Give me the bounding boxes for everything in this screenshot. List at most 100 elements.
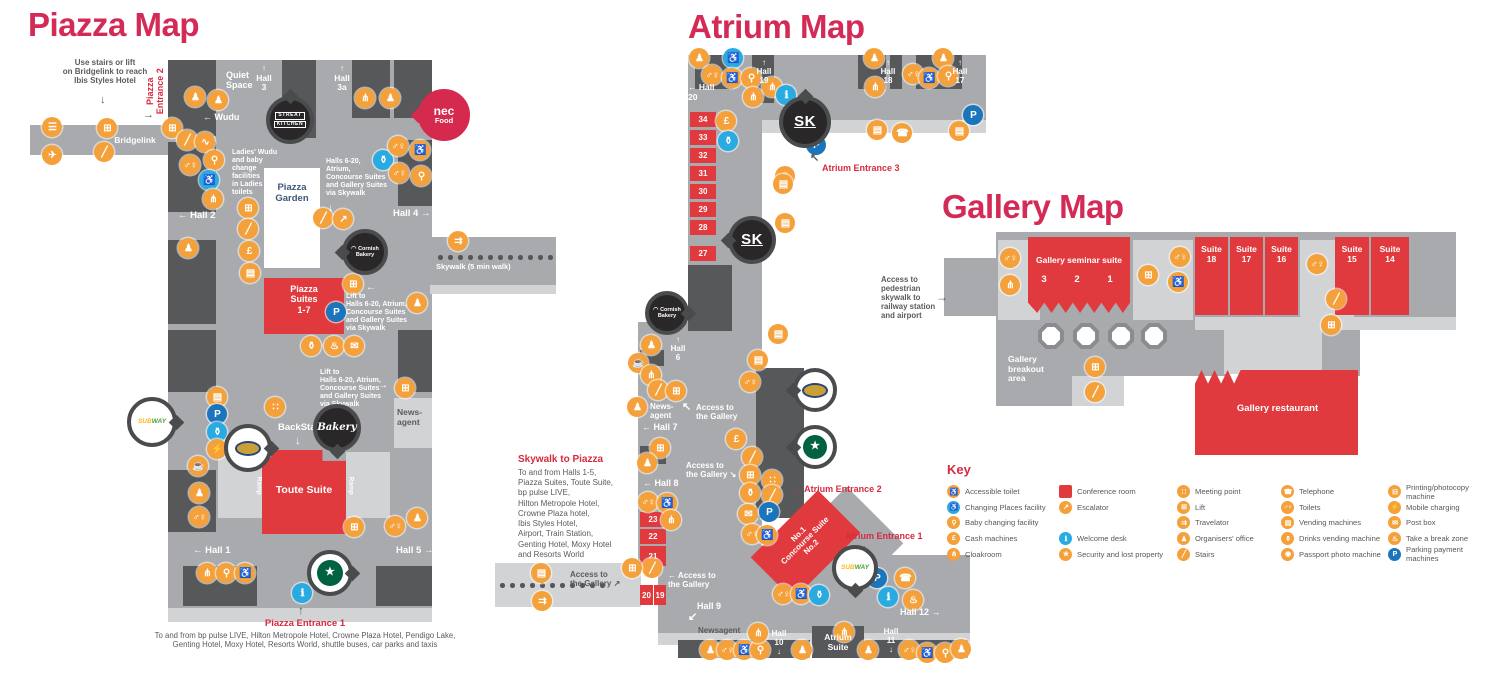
organisers-icon: ♟	[178, 238, 198, 258]
map-area	[394, 398, 432, 448]
hall-4: Hall 4 →	[393, 208, 431, 219]
take-a-break-icon: ♨	[903, 590, 923, 610]
drinks-icon: ⚱	[207, 422, 227, 442]
newsagent: News- agent	[650, 402, 674, 421]
lift-icon: ⊞	[344, 517, 364, 537]
map-area	[1060, 240, 1062, 312]
post-icon: ✉	[738, 504, 758, 524]
hall-5: Hall 5 →	[396, 545, 434, 556]
room-shape	[1195, 370, 1358, 455]
toilets-icon: ♂♀	[899, 640, 919, 660]
map-area	[168, 608, 432, 622]
key-item-label: Parking payment machines	[1406, 545, 1463, 564]
key-item: ✉ Post box	[1388, 515, 1485, 531]
escalator-key-icon: ↗	[1059, 500, 1072, 514]
numbered-room-29: 29	[690, 202, 716, 217]
key-column: ☎Telephone♂♀Toilets▤Vending machines⚱Dri…	[1281, 484, 1388, 562]
key-item-label: Meeting point	[1195, 487, 1241, 497]
map-area	[1195, 237, 1228, 315]
key-item-label: Vending machines	[1299, 518, 1362, 528]
numbered-room-28: 28	[690, 220, 716, 235]
key-item: ⚲Baby changing facility	[947, 515, 1059, 531]
sk-logo: SK	[779, 88, 831, 148]
drinks-icon: ⚱	[809, 585, 829, 605]
stairs-icon: ╱	[238, 219, 258, 239]
accessible-icon: ♿	[919, 68, 939, 88]
suite-18: Suite 18	[1201, 244, 1222, 264]
atrium-suite: Atrium Suite	[824, 632, 852, 652]
wudu-icon: ∿	[195, 132, 215, 152]
numbered-room-27: 27	[690, 246, 716, 261]
quiet-space: Quiet Space	[226, 70, 253, 91]
stairs-icon: ╱	[642, 558, 662, 578]
newsagent: Newsagent	[698, 626, 741, 635]
train-icon: ☰	[42, 117, 62, 137]
accessible-icon: ♿	[757, 525, 777, 545]
lift-icon: ⊞	[622, 558, 642, 578]
toilets-icon: ♂♀	[388, 136, 408, 156]
cash-icon: £	[239, 241, 259, 261]
map-area	[1230, 237, 1263, 315]
cloakroom-icon: ⋔	[203, 189, 223, 209]
stairs-icon: ╱	[177, 130, 197, 150]
key-item-label: Post box	[1406, 518, 1436, 528]
gallery-restaurant: Gallery restaurant	[1236, 403, 1319, 414]
lift-icon: ⊞	[97, 118, 117, 138]
key-item-label: Mobile charging	[1406, 502, 1460, 512]
access-to-gallery: ← Access to the Gallery	[668, 571, 716, 590]
cloakroom-icon: ⋔	[834, 622, 854, 642]
hall-3: ↑ Hall 3	[256, 63, 272, 93]
piazza-map-title: Piazza Map	[28, 6, 200, 43]
post-key-icon: ✉	[1388, 516, 1401, 530]
map-label: ↑	[298, 603, 304, 617]
key-item: ⇉Travelator	[1177, 515, 1281, 531]
gallery-map-title: Gallery Map	[942, 188, 1124, 225]
hall-7: ← Hall 7	[642, 422, 678, 432]
mobile-key-icon: ⚡	[1388, 500, 1401, 514]
key-item-label: Telephone	[1299, 487, 1335, 497]
lift-icon: ⊞	[1138, 265, 1158, 285]
welcome-icon: ℹ	[292, 583, 312, 603]
toute-suite: Toute Suite	[275, 484, 333, 496]
conference-key-icon	[1059, 485, 1072, 499]
vending-icon: ▤	[775, 213, 795, 233]
starbucks-logo: ★	[307, 550, 361, 596]
organisers-icon: ♟	[208, 90, 228, 110]
passport-key-icon: ◉	[1281, 547, 1294, 561]
stairs-icon: ╱	[1085, 382, 1105, 402]
toilets-icon: ♂♀	[180, 155, 200, 175]
key-spacer	[1059, 515, 1177, 531]
vending-icon: ▤	[768, 324, 788, 344]
stairs-icon: ╱	[648, 380, 668, 400]
drinks-icon: ⚱	[718, 131, 738, 151]
key-item: ⊟Printing/photocopy machine	[1388, 483, 1485, 501]
stairs-icon: ╱	[313, 208, 333, 228]
cloakroom-icon: ⋔	[743, 87, 763, 107]
map-label: 2	[1074, 274, 1080, 285]
lift-icon: ⊞	[162, 118, 182, 138]
atrium-map-title: Atrium Map	[688, 8, 865, 45]
key-item: ╱Stairs	[1177, 546, 1281, 562]
key-item: ♿Changing Places facility	[947, 500, 1059, 516]
key-item: ↗ Escalator	[1059, 500, 1177, 516]
cash-icon: £	[726, 429, 746, 449]
key-item-label: Escalator	[1077, 502, 1109, 512]
key-item: ◉Passport photo machine	[1281, 546, 1388, 562]
access-to-gallery: Access to the Gallery	[696, 403, 738, 422]
map-label: 1	[1107, 274, 1113, 285]
toilets-key-icon: ♂♀	[1281, 500, 1294, 514]
toilets-icon: ♂♀	[638, 492, 658, 512]
vending-icon: ▤	[949, 121, 969, 141]
lift-icon: ⊞	[666, 381, 686, 401]
skylight	[1141, 323, 1167, 349]
cloakroom-key-icon: ⋔	[947, 547, 960, 561]
gallery-breakout-area: Gallery breakout area	[1008, 354, 1044, 384]
access-to-gallery: Access to the Gallery ↗	[570, 570, 621, 589]
map-label: Lift to Halls 6-20, Atrium, Concourse Su…	[346, 293, 408, 332]
key-item: ♨Take a break zone	[1388, 531, 1485, 547]
